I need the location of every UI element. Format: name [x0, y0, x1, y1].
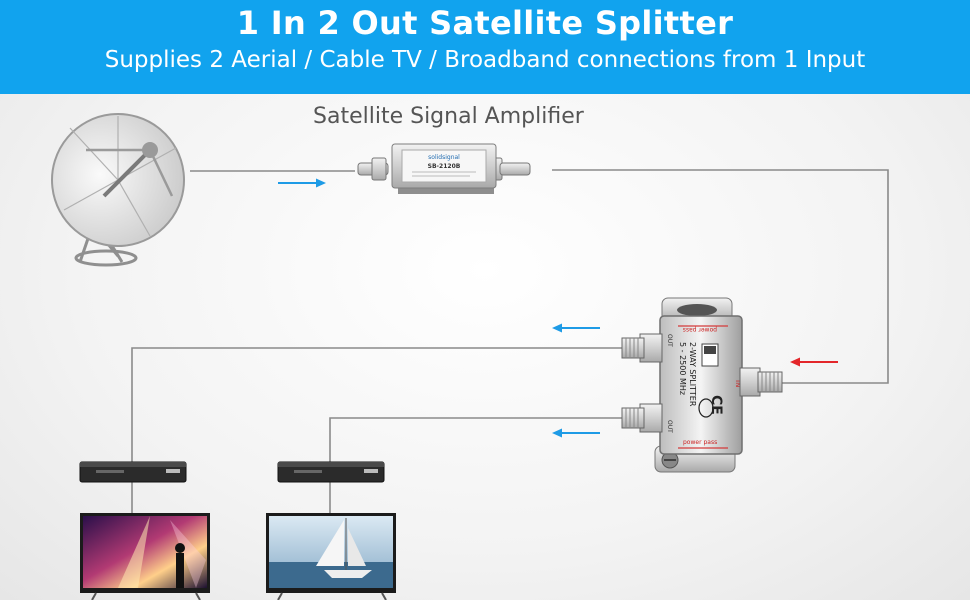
arrow-to-amplifier: [278, 178, 326, 188]
tv-icon-2: [266, 513, 396, 600]
amplifier-model: SB-2120B: [428, 163, 461, 170]
tv-icon-1: [80, 513, 210, 600]
splitter-power-label-top: power pass: [683, 326, 717, 333]
splitter-power-label-bottom: power pass: [683, 439, 717, 446]
splitter-output-port-1: [621, 333, 663, 363]
cable-amp-to-splitter: [552, 169, 889, 384]
splitter-frequency: 5 - 2500 MHz: [678, 342, 687, 395]
cable-splitter-to-box2: [329, 417, 622, 462]
satellite-dish-icon: [50, 112, 185, 267]
splitter-icon: power pass power pass 2-WAY SPLITTER 5 -…: [621, 297, 783, 473]
amplifier-brand: solidsignal: [428, 154, 460, 161]
amplifier-label: Satellite Signal Amplifier: [313, 104, 584, 129]
splitter-input-port: [739, 367, 783, 397]
arrow-out-2: [552, 428, 600, 438]
page-title: 1 In 2 Out Satellite Splitter: [236, 4, 734, 42]
splitter-out-label-bottom: OUT: [666, 420, 673, 433]
arrow-in: [790, 357, 838, 367]
splitter-out-label-top: OUT: [666, 334, 673, 347]
arrow-out-1: [552, 323, 600, 333]
amplifier-icon: solidsignal SB-2120B: [357, 143, 531, 194]
header-banner: 1 In 2 Out Satellite Splitter Supplies 2…: [0, 0, 970, 94]
splitter-output-port-2: [621, 403, 663, 433]
splitter-in-label: IN: [734, 380, 742, 387]
cable-splitter-to-box1: [131, 347, 622, 462]
splitter-ce-mark: CE: [708, 395, 724, 415]
receiver-box-icon-1: [79, 461, 187, 483]
splitter-name: 2-WAY SPLITTER: [688, 342, 697, 407]
page-subtitle: Supplies 2 Aerial / Cable TV / Broadband…: [104, 47, 866, 73]
cable-lines: [131, 169, 889, 513]
receiver-box-icon-2: [277, 461, 385, 483]
